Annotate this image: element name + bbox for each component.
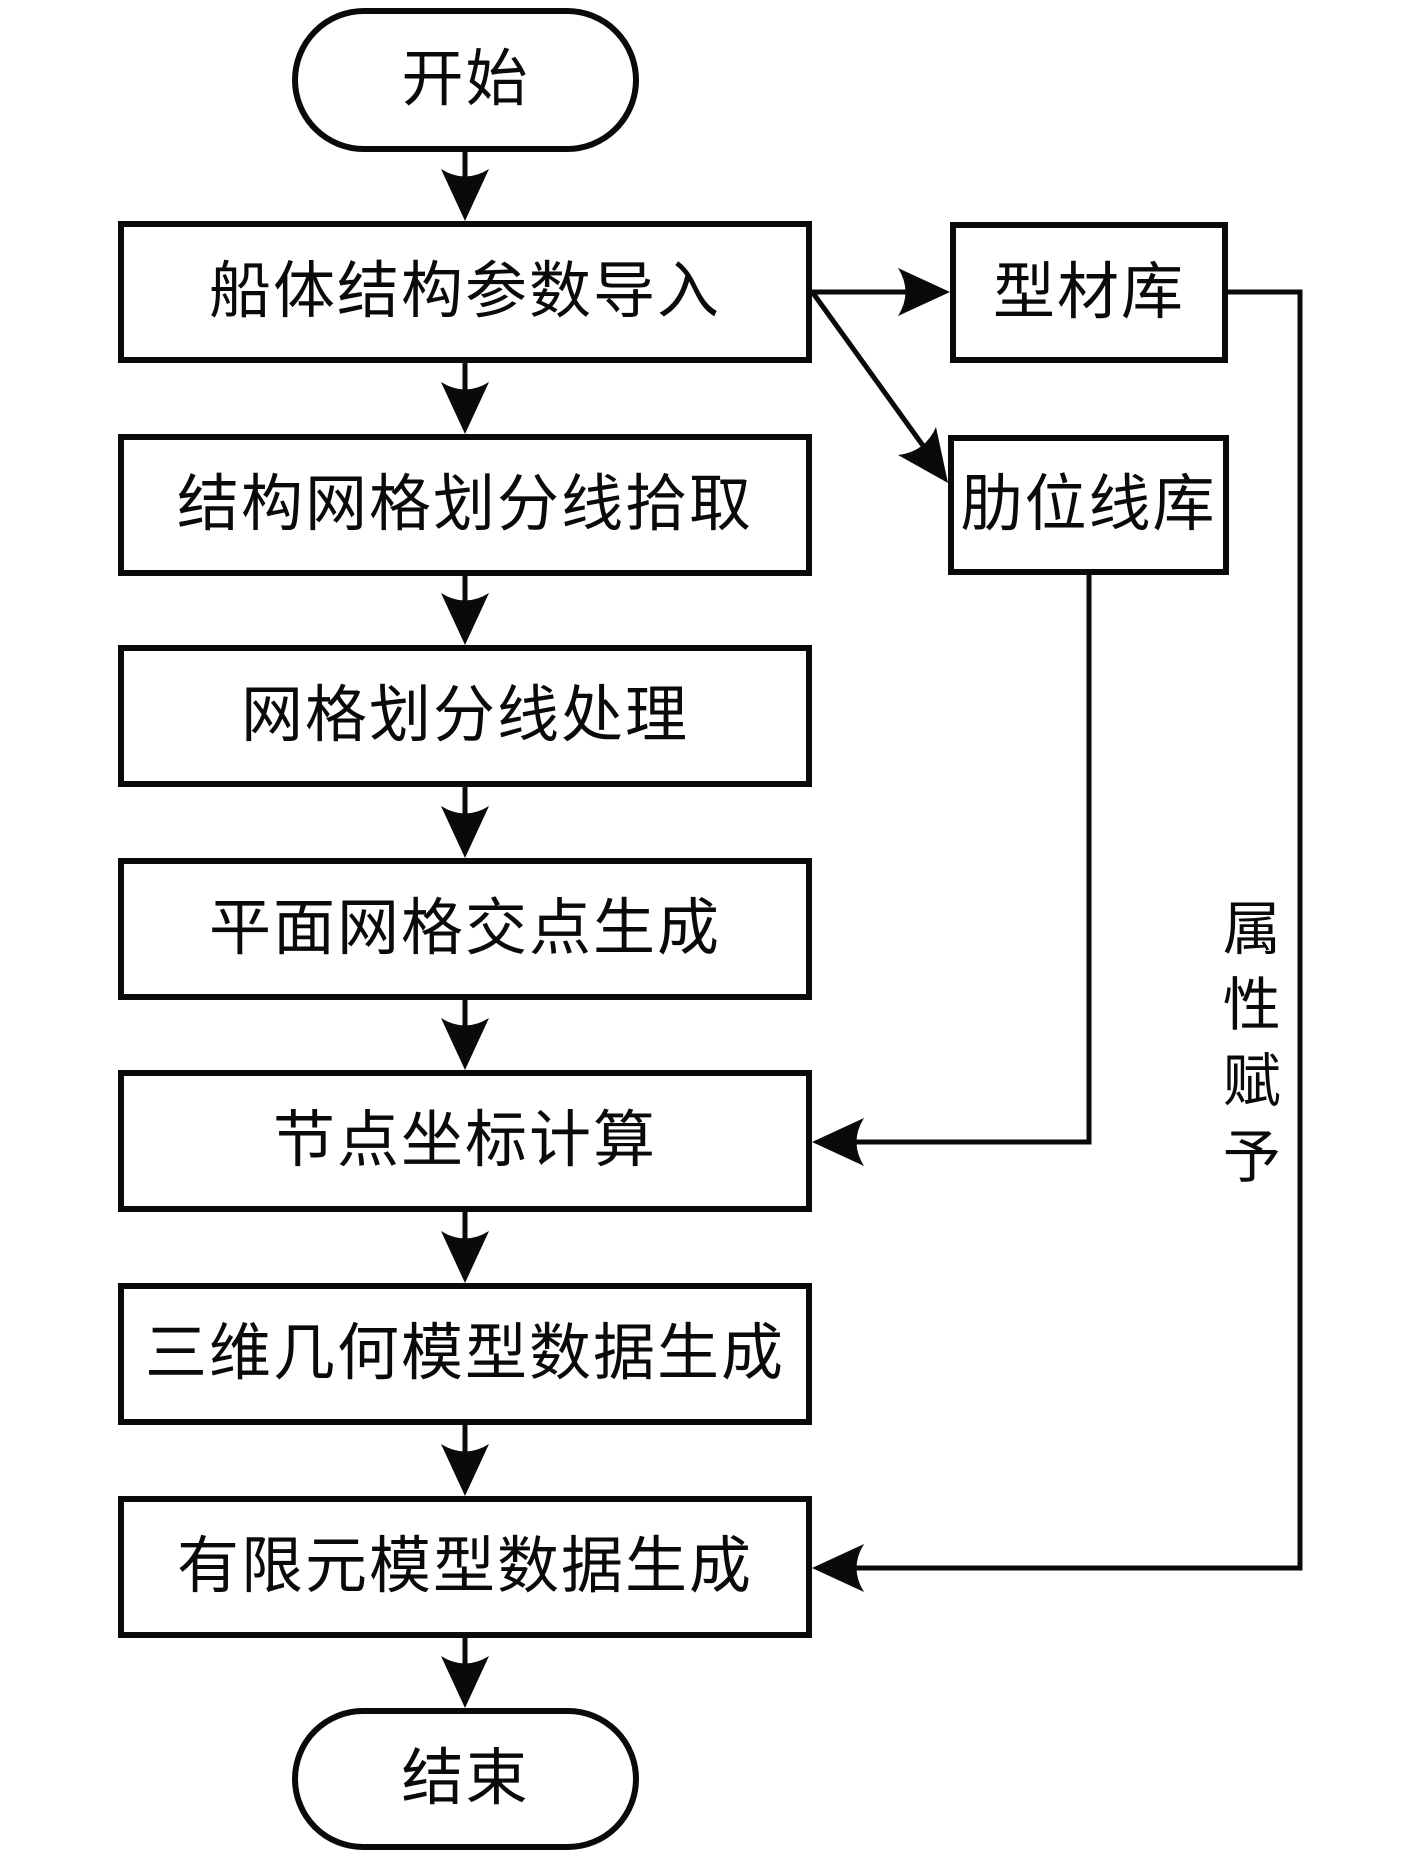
node-mesh-division-line-pick-label: 结构网格划分线拾取	[176, 471, 753, 539]
node-profile-library-label: 型材库	[992, 258, 1185, 327]
node-mesh-division-line-process-label: 网格划分线处理	[240, 682, 689, 750]
edge-import-to-frame-line-library	[810, 291, 927, 449]
node-mesh-division-line-pick: 结构网格划分线拾取	[118, 434, 812, 576]
arrowhead-down-icon	[441, 1018, 489, 1070]
node-fem-model-data-label: 有限元模型数据生成	[176, 1533, 753, 1601]
node-hull-param-import: 船体结构参数导入	[118, 221, 812, 363]
arrowhead-down-icon	[441, 382, 489, 434]
arrowhead-down-icon	[441, 1231, 489, 1283]
node-geometry-model-data: 三维几何模型数据生成	[118, 1283, 812, 1425]
arrowhead-left-icon	[812, 1118, 864, 1166]
edge-label-attribute-assignment: 属性赋予	[1213, 898, 1279, 1202]
node-plane-mesh-intersection-label: 平面网格交点生成	[208, 895, 721, 963]
node-geometry-model-data-label: 三维几何模型数据生成	[144, 1320, 785, 1388]
node-hull-param-import-label: 船体结构参数导入	[208, 258, 721, 326]
node-frame-position-line-library-label: 肋位线库	[960, 471, 1217, 539]
edge-profile-library-to-fem	[854, 289, 1303, 1571]
node-mesh-division-line-process: 网格划分线处理	[118, 645, 812, 787]
edge-frame-line-library-to-nodecalc	[854, 575, 1092, 1145]
node-fem-model-data: 有限元模型数据生成	[118, 1496, 812, 1638]
arrowhead-down-icon	[441, 1656, 489, 1708]
arrowhead-down-icon	[441, 1444, 489, 1496]
node-start-label: 开始	[401, 46, 530, 114]
arrowhead-down-icon	[441, 806, 489, 858]
arrowhead-down-icon	[441, 169, 489, 221]
arrowhead-left-icon	[812, 1544, 864, 1592]
node-plane-mesh-intersection: 平面网格交点生成	[118, 858, 812, 1000]
node-end-label: 结束	[401, 1745, 530, 1813]
arrowhead-down-icon	[441, 593, 489, 645]
node-node-coordinate-calc-label: 节点坐标计算	[272, 1107, 657, 1175]
node-frame-position-line-library: 肋位线库	[948, 435, 1229, 575]
arrowhead-diagonal-icon	[898, 427, 948, 483]
node-node-coordinate-calc: 节点坐标计算	[118, 1070, 812, 1212]
node-start: 开始	[292, 8, 639, 152]
arrowhead-right-icon	[898, 268, 950, 316]
node-profile-library: 型材库	[950, 222, 1228, 363]
node-end: 结束	[292, 1708, 639, 1850]
